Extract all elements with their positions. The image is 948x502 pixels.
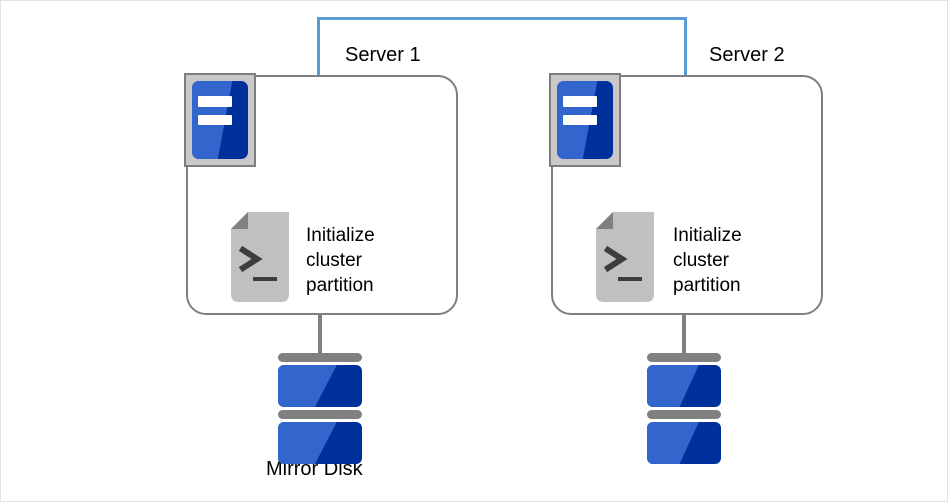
server-1-label: Server 1 [345, 44, 421, 66]
server-icon-slot-bar [197, 114, 233, 126]
disk-stack-icon [278, 353, 362, 467]
disk-top-bar [647, 353, 721, 362]
server-2-label: Server 2 [709, 44, 785, 66]
server-2-command-caption: Initialize cluster partition [673, 225, 742, 296]
disk-middle-bar [278, 410, 362, 419]
server-icon-slot-bar [562, 95, 598, 107]
mirror-disk-label: Mirror Disk [266, 458, 363, 480]
disk-stack-icon [647, 353, 721, 467]
disk-platter [647, 365, 721, 407]
server-1-command-caption: Initialize cluster partition [306, 225, 375, 296]
server-icon-slot-bar [197, 95, 233, 107]
server-icon-body [557, 81, 613, 159]
server-icon-body [192, 81, 248, 159]
terminal-script-icon [231, 212, 289, 302]
disk-middle-bar [647, 410, 721, 419]
disk-platter [647, 422, 721, 464]
server-2-disk-connector [682, 314, 686, 358]
server-machine-icon [549, 73, 621, 167]
disk-top-bar [278, 353, 362, 362]
server-1-disk-connector [318, 314, 322, 358]
server-icon-slot-bar [562, 114, 598, 126]
terminal-script-icon [596, 212, 654, 302]
disk-platter [278, 365, 362, 407]
disk-platter [278, 422, 362, 464]
server-machine-icon [184, 73, 256, 167]
